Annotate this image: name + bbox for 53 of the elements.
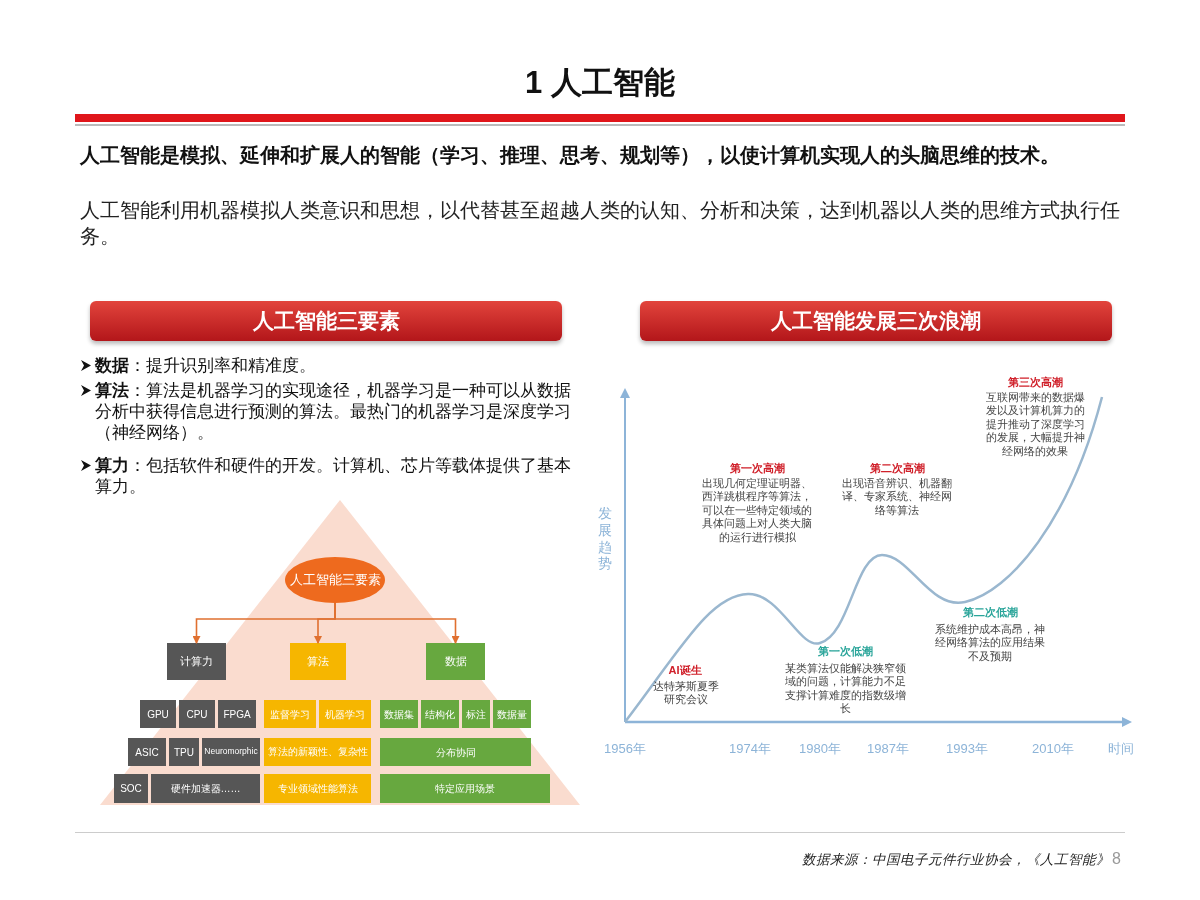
chart-annotation: 第三次高潮 bbox=[1006, 375, 1064, 390]
intro-paragraph: 人工智能是模拟、延伸和扩展人的智能（学习、推理、思考、规划等），以使计算机实现人的头脑思维的技术。 bbox=[80, 143, 1061, 168]
page-number: 8 bbox=[1112, 849, 1122, 869]
axis-label: 1980年 bbox=[798, 741, 842, 758]
element-box: 结构化 bbox=[421, 700, 459, 728]
chart-annotation: 达特茅斯夏季研究会议 bbox=[652, 680, 720, 707]
element-box: 分布协同 bbox=[380, 738, 531, 766]
element-box: 数据集 bbox=[380, 700, 418, 728]
bullet-item: 数据：提升识别率和精准度。 bbox=[95, 355, 317, 376]
chart-annotation: 出现语音辨识、机器翻译、专家系统、神经网络等算法 bbox=[842, 477, 952, 518]
chart-annotation: 第一次高潮 bbox=[728, 461, 786, 476]
element-box: 硬件加速器…… bbox=[151, 774, 260, 803]
element-box: FPGA bbox=[218, 700, 256, 728]
element-box: 标注 bbox=[462, 700, 490, 728]
source-note: 数据来源：中国电子元件行业协会，《人工智能》 bbox=[801, 851, 1110, 869]
bullet-item: 算力：包括软件和硬件的开发。计算机、芯片等载体提供了基本算力。 bbox=[95, 455, 572, 498]
element-box: SOC bbox=[114, 774, 148, 803]
axis-label: 2010年 bbox=[1031, 741, 1075, 758]
page-title: 1 人工智能 bbox=[524, 64, 676, 102]
axis-label: 时间 bbox=[1107, 741, 1135, 758]
axis-label: 1993年 bbox=[945, 741, 989, 758]
element-box: 算法的新颖性、复杂性 bbox=[264, 738, 371, 766]
element-box: Neuromorphic bbox=[202, 738, 260, 766]
section-banner: 人工智能三要素 bbox=[90, 301, 562, 341]
axis-label: 1987年 bbox=[866, 741, 910, 758]
chart-annotation: AI诞生 bbox=[667, 663, 703, 678]
bullet-item: 算法：算法是机器学习的实现途径，机器学习是一种可以从数据分析中获得信息进行预测的算法。最热门的机器学习是深度学习（神经网络）。 bbox=[95, 380, 572, 444]
chart-annotation: 第一次低潮 bbox=[816, 644, 874, 659]
element-box: GPU bbox=[140, 700, 176, 728]
pyramid-shape bbox=[100, 500, 580, 805]
element-box: ASIC bbox=[128, 738, 166, 766]
section-banner: 人工智能发展三次浪潮 bbox=[640, 301, 1112, 341]
axis-label: 1974年 bbox=[728, 741, 772, 758]
chart-annotation: 出现几何定理证明器、西洋跳棋程序等算法，可以在一些特定领域的具体问题上对人类大脑的运行进行模拟 bbox=[701, 477, 813, 545]
chart-annotation: 第二次高潮 bbox=[868, 461, 926, 476]
element-box: TPU bbox=[169, 738, 199, 766]
element-box: 算法 bbox=[290, 643, 346, 680]
element-box: CPU bbox=[179, 700, 215, 728]
intro-paragraph: 人工智能利用机器模拟人类意识和思想，以代替甚至超越人类的认知、分析和决策，达到机器以人类的思维方式执行任务。 bbox=[80, 198, 1121, 249]
element-box: 专业领域性能算法 bbox=[264, 774, 371, 803]
axis-label: 1956年 bbox=[603, 741, 647, 758]
element-box: 特定应用场景 bbox=[380, 774, 550, 803]
chart-annotation: 互联网带来的数据爆发以及计算机算力的提升推动了深度学习的发展，大幅提升神经网络的效果 bbox=[985, 391, 1085, 459]
element-box: 机器学习 bbox=[319, 700, 371, 728]
element-box: 数据 bbox=[426, 643, 485, 680]
chart-annotation: 发展趋势 bbox=[597, 505, 613, 573]
chart-annotation: 第二次低潮 bbox=[961, 605, 1019, 620]
element-box: 监督学习 bbox=[264, 700, 316, 728]
chart-annotation: 某类算法仅能解决狭窄领域的问题，计算能力不足支撑计算难度的指数级增长 bbox=[784, 662, 907, 716]
chart-annotation: 系统维护成本高昂，神经网络算法的应用结果不及预期 bbox=[935, 623, 1045, 664]
element-box: 数据量 bbox=[493, 700, 531, 728]
element-box: 计算力 bbox=[167, 643, 226, 680]
arrow bbox=[334, 602, 460, 644]
